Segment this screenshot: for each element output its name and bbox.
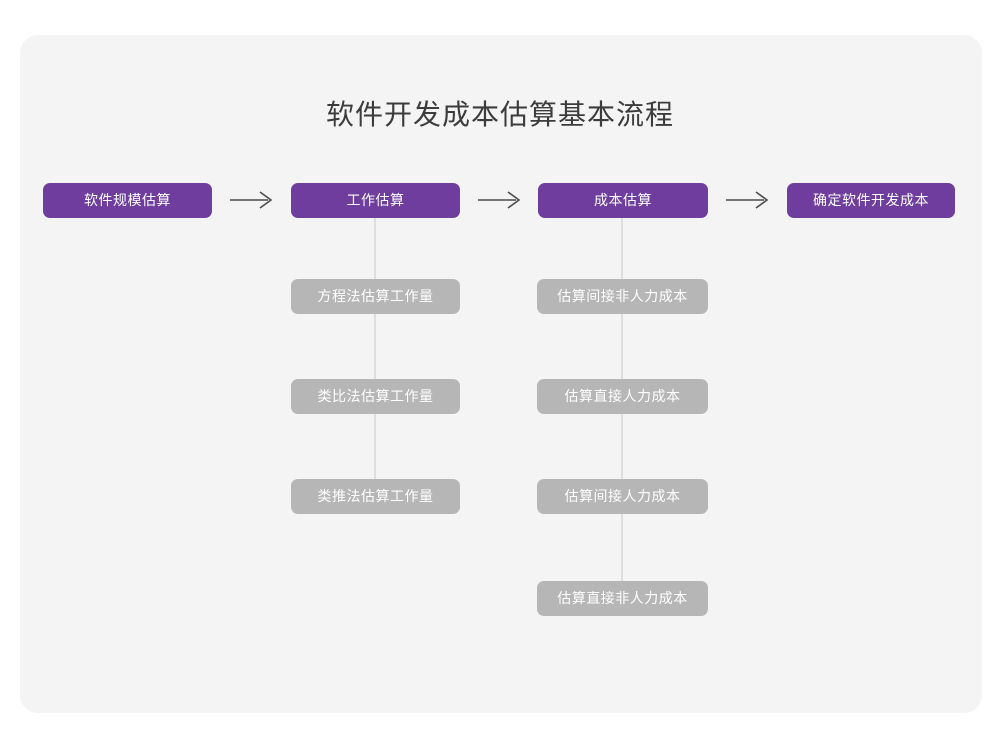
connector-cost-branch (621, 218, 623, 614)
branch-node-effort-analogy-method[interactable]: 类比法估算工作量 (291, 379, 460, 414)
branch-node-effort-inference-method[interactable]: 类推法估算工作量 (291, 479, 460, 514)
branch-node-cost-indirect-nonlabor[interactable]: 估算间接非人力成本 (537, 279, 708, 314)
flow-node-software-scale-estimation[interactable]: 软件规模估算 (43, 183, 212, 218)
flow-node-determine-development-cost[interactable]: 确定软件开发成本 (787, 183, 955, 218)
flow-node-effort-estimation[interactable]: 工作估算 (291, 183, 460, 218)
page-title: 软件开发成本估算基本流程 (325, 99, 674, 130)
branch-node-effort-equation-method[interactable]: 方程法估算工作量 (291, 279, 460, 314)
flow-node-cost-estimation[interactable]: 成本估算 (538, 183, 708, 218)
branch-node-cost-direct-labor[interactable]: 估算直接人力成本 (537, 379, 708, 414)
arrow-step1-to-step2 (228, 188, 276, 212)
connector-effort-branch (374, 218, 376, 514)
branch-node-cost-indirect-labor[interactable]: 估算间接人力成本 (537, 479, 708, 514)
diagram-card (20, 35, 982, 713)
arrow-step3-to-step4 (724, 188, 772, 212)
branch-node-cost-direct-nonlabor[interactable]: 估算直接非人力成本 (537, 581, 708, 616)
arrow-step2-to-step3 (476, 188, 524, 212)
